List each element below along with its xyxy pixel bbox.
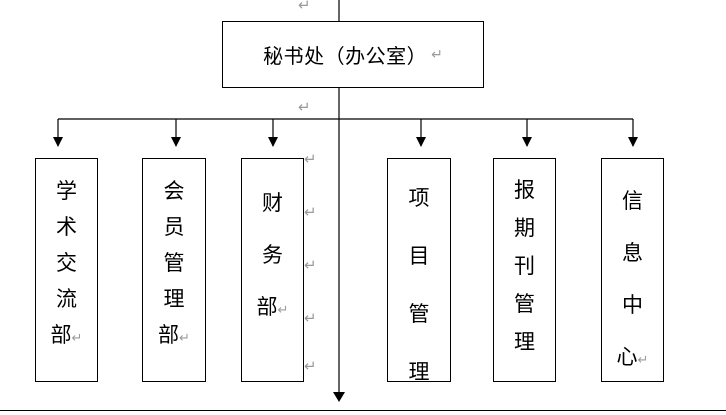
trunk-arrowhead xyxy=(333,392,345,402)
dept-char: 心↵ xyxy=(617,331,649,387)
dept-char: 理 xyxy=(408,360,430,384)
paragraph-mark-middle: ↵ xyxy=(298,98,311,116)
return-mark: ↵ xyxy=(637,353,649,368)
dept-char: 术 xyxy=(56,215,77,239)
dept-char: 报 xyxy=(514,178,535,202)
dept-char: 项 xyxy=(408,186,430,210)
dept-char: 员 xyxy=(163,215,185,239)
dept-node-information-center: 信 息 中 心↵ xyxy=(601,158,664,382)
secretariat-node: 秘书处（办公室） ↵ xyxy=(222,21,484,88)
dept-char: 管 xyxy=(408,302,430,326)
dept-char: 部↵ xyxy=(257,281,289,337)
secretariat-return-mark: ↵ xyxy=(431,46,443,63)
dept-char-text: 部 xyxy=(256,295,278,319)
paragraph-mark-side-4: ↵ xyxy=(304,309,317,327)
dept-char: 务 xyxy=(262,243,283,267)
return-mark: ↵ xyxy=(277,303,289,318)
dept-char: 息 xyxy=(622,241,643,265)
dept-label-information-center: 信 息 中 心↵ xyxy=(602,175,663,387)
paragraph-mark-side-1: ↵ xyxy=(304,150,317,168)
dept-label-journal-management: 报 期 刊 管 理 xyxy=(494,171,555,361)
dept-char-text: 部 xyxy=(50,323,72,347)
dept-node-academic-exchange: 学 术 交 流 部↵ xyxy=(35,158,98,382)
dept-label-project-management: 项 目 管 理 xyxy=(388,169,450,401)
paragraph-mark-side-2: ↵ xyxy=(304,203,317,221)
paragraph-mark-side-5: ↵ xyxy=(304,357,317,375)
dept-char: 会 xyxy=(163,179,185,203)
return-mark: ↵ xyxy=(71,331,83,346)
dept-node-project-management: 项 目 管 理 xyxy=(387,158,451,384)
dept-char: 管 xyxy=(514,292,535,316)
dept-char: 学 xyxy=(56,179,77,203)
dept-char: 财 xyxy=(262,191,283,215)
paragraph-mark-side-3: ↵ xyxy=(304,256,317,274)
page-bottom-rule xyxy=(0,410,726,411)
dept-node-member-management: 会 员 管 理 部↵ xyxy=(142,158,206,382)
dept-char: 目 xyxy=(408,244,430,268)
dept-node-journal-management: 报 期 刊 管 理 xyxy=(493,158,556,382)
dept-char: 理 xyxy=(514,330,535,354)
dept-label-member-management: 会 员 管 理 部↵ xyxy=(143,173,205,357)
dept-char-text: 心 xyxy=(616,345,638,369)
dept-char: 交 xyxy=(56,251,77,275)
dept-char: 管 xyxy=(163,251,185,275)
dept-label-academic-exchange: 学 术 交 流 部↵ xyxy=(36,173,97,357)
dept-char: 信 xyxy=(622,189,643,213)
dept-char: 部↵ xyxy=(158,317,190,357)
paragraph-mark-top: ↵ xyxy=(298,0,311,14)
dept-char: 部↵ xyxy=(51,317,83,357)
dept-char: 理 xyxy=(163,287,185,311)
dept-label-finance: 财 务 部↵ xyxy=(242,177,303,337)
dept-node-finance: 财 务 部↵ xyxy=(241,158,304,382)
dept-char: 中 xyxy=(622,293,643,317)
dept-char: 流 xyxy=(56,287,77,311)
secretariat-label: 秘书处（办公室） xyxy=(263,44,428,68)
return-mark: ↵ xyxy=(179,331,190,346)
dept-char: 期 xyxy=(514,216,535,240)
dept-char: 刊 xyxy=(514,254,535,278)
dept-char-text: 部 xyxy=(158,323,180,347)
